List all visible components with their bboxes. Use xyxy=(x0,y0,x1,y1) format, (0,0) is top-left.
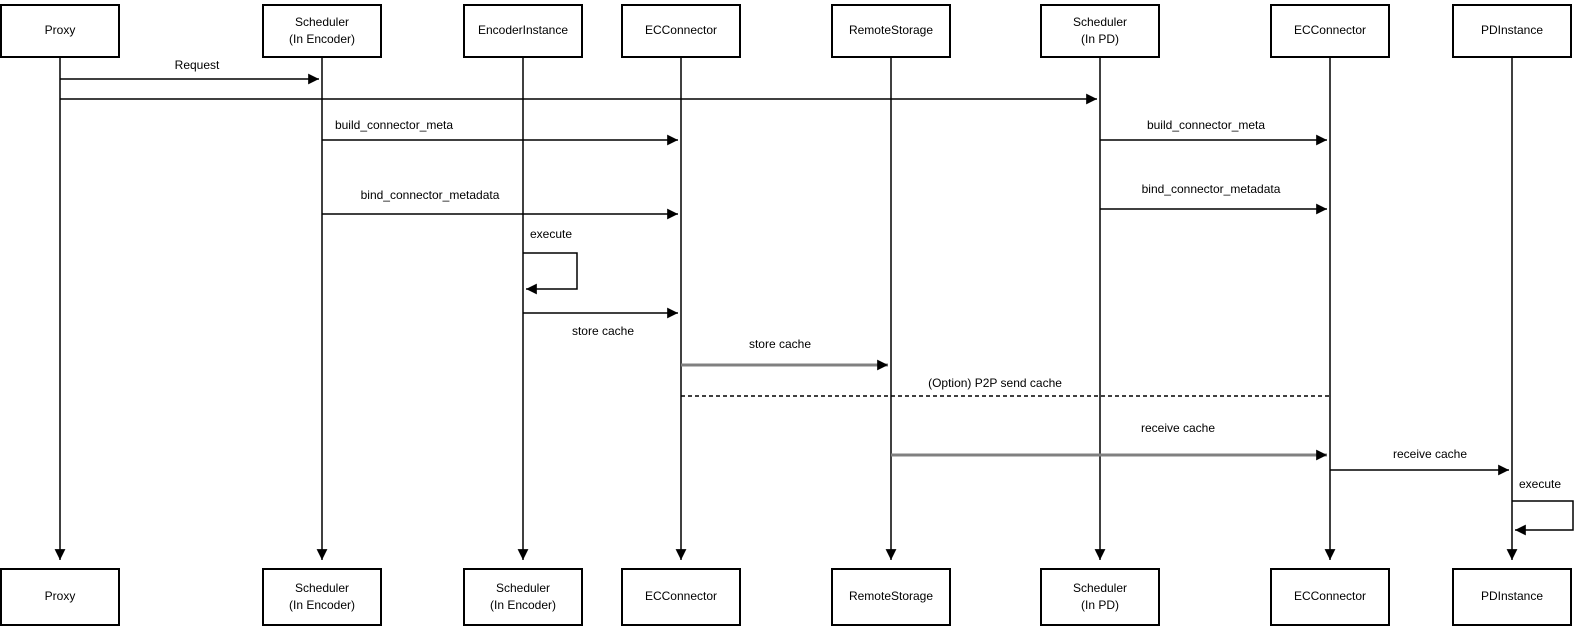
participant-label: ECConnector xyxy=(1293,589,1367,604)
participant-bottom-ec-connector-pd: ECConnector xyxy=(1270,568,1390,626)
message-label-build-connector-meta-right: build_connector_meta xyxy=(1146,118,1266,132)
participant-bottom-ec-connector-enc: ECConnector xyxy=(621,568,741,626)
participant-label: EncoderInstance xyxy=(477,23,569,38)
participant-label: RemoteStorage xyxy=(848,23,934,38)
message-label-request: Request xyxy=(174,58,220,72)
participant-top-ec-connector-pd: ECConnector xyxy=(1270,4,1390,58)
participant-bottom-encoder-instance: Scheduler (In Encoder) xyxy=(463,568,583,626)
participant-label: Scheduler (In Encoder) xyxy=(288,580,356,612)
participant-bottom-pd-instance: PDInstance xyxy=(1452,568,1572,626)
message-label-bind-connector-metadata-left: bind_connector_metadata xyxy=(360,188,500,202)
participant-bottom-scheduler-encoder: Scheduler (In Encoder) xyxy=(262,568,382,626)
participant-label: ECConnector xyxy=(1293,23,1367,38)
participant-label: Proxy xyxy=(44,589,76,604)
message-label-execute-right: execute xyxy=(1518,477,1562,491)
participant-label: ECConnector xyxy=(644,23,718,38)
message-label-execute-left: execute xyxy=(529,227,573,241)
message-label-bind-connector-metadata-right: bind_connector_metadata xyxy=(1141,182,1281,196)
participant-bottom-proxy: Proxy xyxy=(0,568,120,626)
participant-top-remote-storage: RemoteStorage xyxy=(831,4,951,58)
participant-top-pd-instance: PDInstance xyxy=(1452,4,1572,58)
message-label-build-connector-meta-left: build_connector_meta xyxy=(334,118,454,132)
participant-top-proxy: Proxy xyxy=(0,4,120,58)
participant-label: Scheduler (In PD) xyxy=(1072,14,1128,46)
participant-top-encoder-instance: EncoderInstance xyxy=(463,4,583,58)
participant-bottom-scheduler-pd: Scheduler (In PD) xyxy=(1040,568,1160,626)
participant-top-scheduler-pd: Scheduler (In PD) xyxy=(1040,4,1160,58)
participant-label: Proxy xyxy=(44,23,76,38)
participant-label: RemoteStorage xyxy=(848,589,934,604)
message-label-receive-cache-gray: receive cache xyxy=(1140,421,1216,435)
message-label-store-cache-left: store cache xyxy=(571,324,635,338)
participant-label: PDInstance xyxy=(1480,23,1544,38)
participant-label: Scheduler (In Encoder) xyxy=(288,14,356,46)
participant-label: ECConnector xyxy=(644,589,718,604)
participant-label: PDInstance xyxy=(1480,589,1544,604)
participant-top-ec-connector-enc: ECConnector xyxy=(621,4,741,58)
message-label-p2p-send-cache: (Option) P2P send cache xyxy=(928,376,1062,390)
message-label-receive-cache-right: receive cache xyxy=(1392,447,1468,461)
self-loop-execute-pd xyxy=(1512,500,1574,536)
participant-bottom-remote-storage: RemoteStorage xyxy=(831,568,951,626)
message-label-store-cache-right: store cache xyxy=(748,337,812,351)
participant-top-scheduler-encoder: Scheduler (In Encoder) xyxy=(262,4,382,58)
participant-label: Scheduler (In Encoder) xyxy=(489,580,557,612)
participant-label: Scheduler (In PD) xyxy=(1072,580,1128,612)
self-loop-execute-encoder xyxy=(523,252,578,295)
